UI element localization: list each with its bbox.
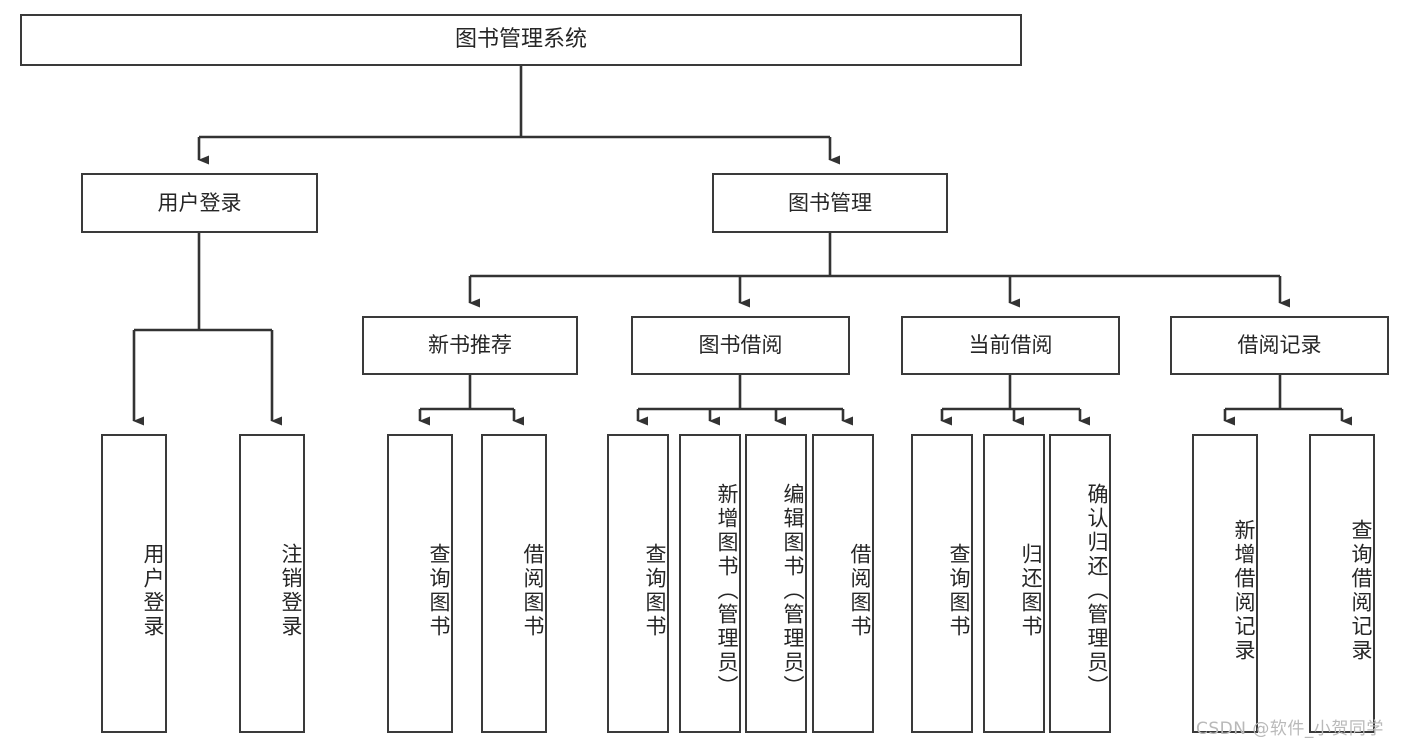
leaf-add-book[interactable]: 新增图书（管理员） [679,434,741,733]
node-book-borrow-label: 图书借阅 [698,333,783,358]
leaf-edit-book-label: 编辑图书（管理员） [781,482,805,699]
leaf-query-borrow-record[interactable]: 查询借阅记录 [1309,434,1375,733]
leaf-query-book-borrow-label: 查询图书 [643,542,667,639]
node-book-management-label: 图书管理 [788,190,872,215]
csdn-watermark: CSDN @软件_小贺同学 [1196,719,1384,739]
node-new-book-recommend-label: 新书推荐 [428,333,512,358]
leaf-logout-label: 注销登录 [279,542,303,639]
edge-userlogin-to-leaves [132,233,282,426]
leaf-query-book-recommend[interactable]: 查询图书 [387,434,453,733]
leaf-borrow-book-recommend-label: 借阅图书 [521,542,545,639]
leaf-query-book-recommend-label: 查询图书 [427,542,451,639]
leaf-query-book-current[interactable]: 查询图书 [911,434,973,733]
leaf-add-borrow-record[interactable]: 新增借阅记录 [1192,434,1258,733]
node-book-management[interactable]: 图书管理 [712,173,948,233]
node-book-borrow[interactable]: 图书借阅 [631,316,850,375]
leaf-query-borrow-record-label: 查询借阅记录 [1349,518,1373,663]
edge-newbook-to-leaves [418,375,524,426]
node-current-borrow-label: 当前借阅 [968,333,1053,358]
edge-root-to-level2 [197,66,840,165]
node-borrow-record[interactable]: 借阅记录 [1170,316,1389,375]
leaf-confirm-return-label: 确认归还（管理员） [1085,482,1109,699]
leaf-user-login[interactable]: 用户登录 [101,434,167,733]
leaf-borrow-book-label: 借阅图书 [848,542,872,639]
node-root-label: 图书管理系统 [454,27,587,53]
node-new-book-recommend[interactable]: 新书推荐 [362,316,578,375]
leaf-return-book[interactable]: 归还图书 [983,434,1045,733]
node-user-login-label: 用户登录 [157,190,242,215]
node-borrow-record-label: 借阅记录 [1237,333,1322,358]
leaf-edit-book[interactable]: 编辑图书（管理员） [745,434,807,733]
leaf-query-book-borrow[interactable]: 查询图书 [607,434,669,733]
leaf-user-login-label: 用户登录 [141,542,165,639]
edge-bookborrow-to-leaves [636,375,853,426]
leaf-logout[interactable]: 注销登录 [239,434,305,733]
leaf-borrow-book[interactable]: 借阅图书 [812,434,874,733]
leaf-add-borrow-record-label: 新增借阅记录 [1232,518,1256,663]
edge-currentborrow-to-leaves [940,375,1090,426]
leaf-return-book-label: 归还图书 [1019,542,1043,639]
node-current-borrow[interactable]: 当前借阅 [901,316,1120,375]
edge-bookmgmt-to-level3 [468,233,1290,308]
node-user-login[interactable]: 用户登录 [81,173,318,233]
edge-borrowrecord-to-leaves [1223,375,1352,426]
leaf-borrow-book-recommend[interactable]: 借阅图书 [481,434,547,733]
leaf-add-book-label: 新增图书（管理员） [715,482,739,699]
leaf-confirm-return[interactable]: 确认归还（管理员） [1049,434,1111,733]
leaf-query-book-current-label: 查询图书 [947,542,971,639]
node-root[interactable]: 图书管理系统 [20,14,1022,66]
